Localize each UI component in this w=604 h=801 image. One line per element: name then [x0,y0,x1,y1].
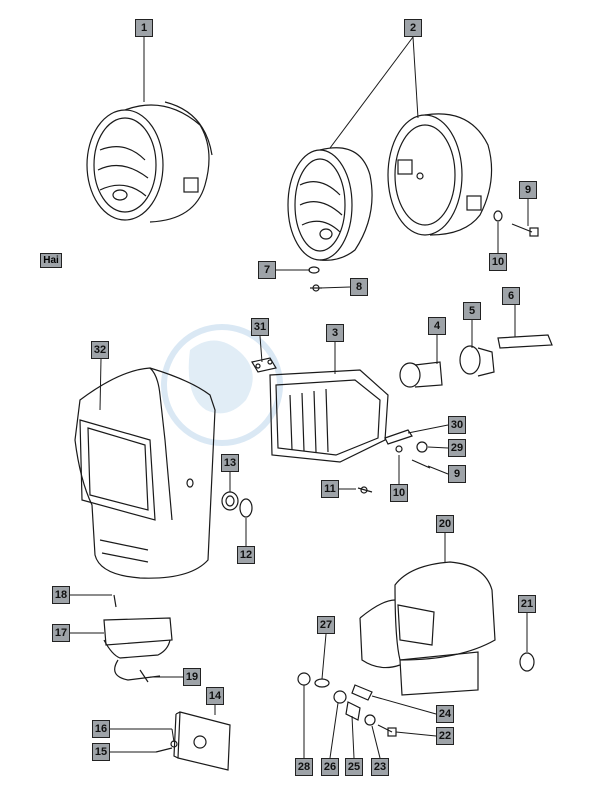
screw-part-15 [155,747,173,753]
bulb-part-4 [399,361,443,388]
cover-part-14 [173,711,231,771]
callout-9: 9 [519,181,537,199]
bulb-part-21 [519,652,535,672]
screw-part-19 [139,669,149,683]
washer-part-27 [314,678,330,688]
callout-1: 1 [135,19,153,37]
spacer-part-24 [351,684,373,701]
callout-3: 3 [326,324,344,342]
nut-part-10-mid [395,445,403,453]
watermark-logo [161,324,283,446]
callout-23: 23 [371,758,389,776]
callout-17: 17 [52,624,70,642]
callout-12: 12 [237,546,255,564]
callout-16: 16 [92,720,110,738]
callout-7: 7 [258,261,276,279]
callout-5: 5 [463,302,481,320]
grommet-part-13 [221,491,239,511]
rear-light-part-20 [359,561,496,696]
leader-lines [70,36,529,759]
nut-part-28 [297,672,311,686]
callout-14: 14 [206,687,224,705]
callout-22: 22 [436,727,454,745]
socket-part-5 [459,345,495,377]
callout-27: 27 [317,616,335,634]
callout-26: 26 [321,758,339,776]
bolt-part-22 [377,724,397,737]
washer-part-29 [416,441,428,453]
callout-19: 19 [183,668,201,686]
callout-31: 31 [251,318,269,336]
callout-21: 21 [518,595,536,613]
callout-4: 4 [428,317,446,335]
screw-part-11 [357,486,373,494]
callout-8: 8 [350,278,368,296]
headlight-part-1 [86,101,213,223]
callout-25: 25 [345,758,363,776]
callout-24: 24 [436,705,454,723]
washer-part-23 [364,714,376,726]
callout-10b: 10 [390,484,408,502]
side-tag: Hai [40,253,62,268]
callout-9b: 9 [448,465,466,483]
callout-18: 18 [52,586,70,604]
callout-13: 13 [221,454,239,472]
washer-7 [308,266,320,274]
callout-11: 11 [321,480,339,498]
tail-light-part-3 [269,369,389,463]
callout-15: 15 [92,743,110,761]
switch-part-17 [103,617,173,681]
headlight-lens-part-2 [287,147,373,261]
nut-10-top [493,210,503,222]
plate-part-30 [384,429,413,445]
callout-29: 29 [448,439,466,457]
callout-2: 2 [404,19,422,37]
grommet-part-12 [239,498,253,518]
callout-32: 32 [91,341,109,359]
screw-part-18 [113,594,117,608]
callout-30: 30 [448,416,466,434]
washer-part-26 [333,690,347,704]
headlight-housing-part-2 [387,113,493,236]
spacer-part-25 [345,701,361,721]
callout-10: 10 [489,253,507,271]
gasket-part-6 [497,334,553,349]
callout-28: 28 [295,758,313,776]
bracket-part-31 [251,357,277,373]
screw-part-9-mid [411,459,431,469]
callout-6: 6 [502,287,520,305]
callout-20: 20 [436,515,454,533]
headlight-cowl-part-32 [74,367,216,579]
screw-9-top [511,223,539,237]
